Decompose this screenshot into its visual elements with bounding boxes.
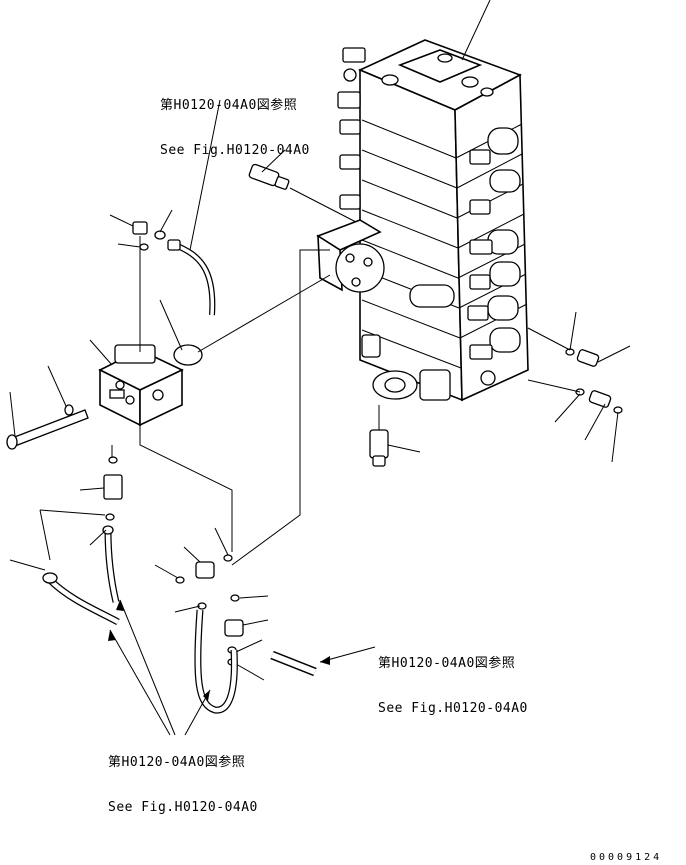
right-elbow-fittings bbox=[527, 311, 631, 463]
main-control-valve bbox=[316, 39, 529, 402]
document-number: 00009124 bbox=[590, 852, 663, 863]
lower-left-fittings bbox=[39, 445, 123, 561]
hose-upper bbox=[159, 99, 331, 366]
reference-label-top: 第H0120-04A0図参照 See Fig.H0120-04A0 bbox=[160, 68, 310, 173]
reference-en-text: See Fig.H0120-04A0 bbox=[160, 143, 310, 158]
reference-label-bottom: 第H0120-04A0図参照 See Fig.H0120-04A0 bbox=[108, 725, 258, 830]
reference-arrows bbox=[108, 599, 376, 736]
pressure-sensor-lower bbox=[369, 405, 421, 467]
reference-label-right: 第H0120-04A0図参照 See Fig.H0120-04A0 bbox=[378, 626, 528, 731]
right-side-spool-caps bbox=[467, 127, 521, 360]
hose-straight bbox=[270, 650, 317, 677]
hose-u-shape bbox=[194, 609, 238, 714]
reference-en-text: See Fig.H0120-04A0 bbox=[108, 800, 258, 815]
manifold-upper-fittings bbox=[109, 209, 173, 352]
middle-fittings bbox=[139, 249, 330, 681]
solenoid-manifold-block bbox=[89, 339, 184, 427]
reference-jp-text: 第H0120-04A0図参照 bbox=[108, 755, 246, 770]
reference-jp-text: 第H0120-04A0図参照 bbox=[378, 656, 516, 671]
mounting-bolt bbox=[6, 365, 89, 450]
pressure-sensor-upper bbox=[248, 149, 357, 223]
hose-left bbox=[9, 525, 120, 626]
leader-valve bbox=[461, 0, 491, 61]
adapter-block bbox=[316, 219, 496, 401]
reference-jp-text: 第H0120-04A0図参照 bbox=[160, 98, 298, 113]
reference-en-text: See Fig.H0120-04A0 bbox=[378, 701, 528, 716]
